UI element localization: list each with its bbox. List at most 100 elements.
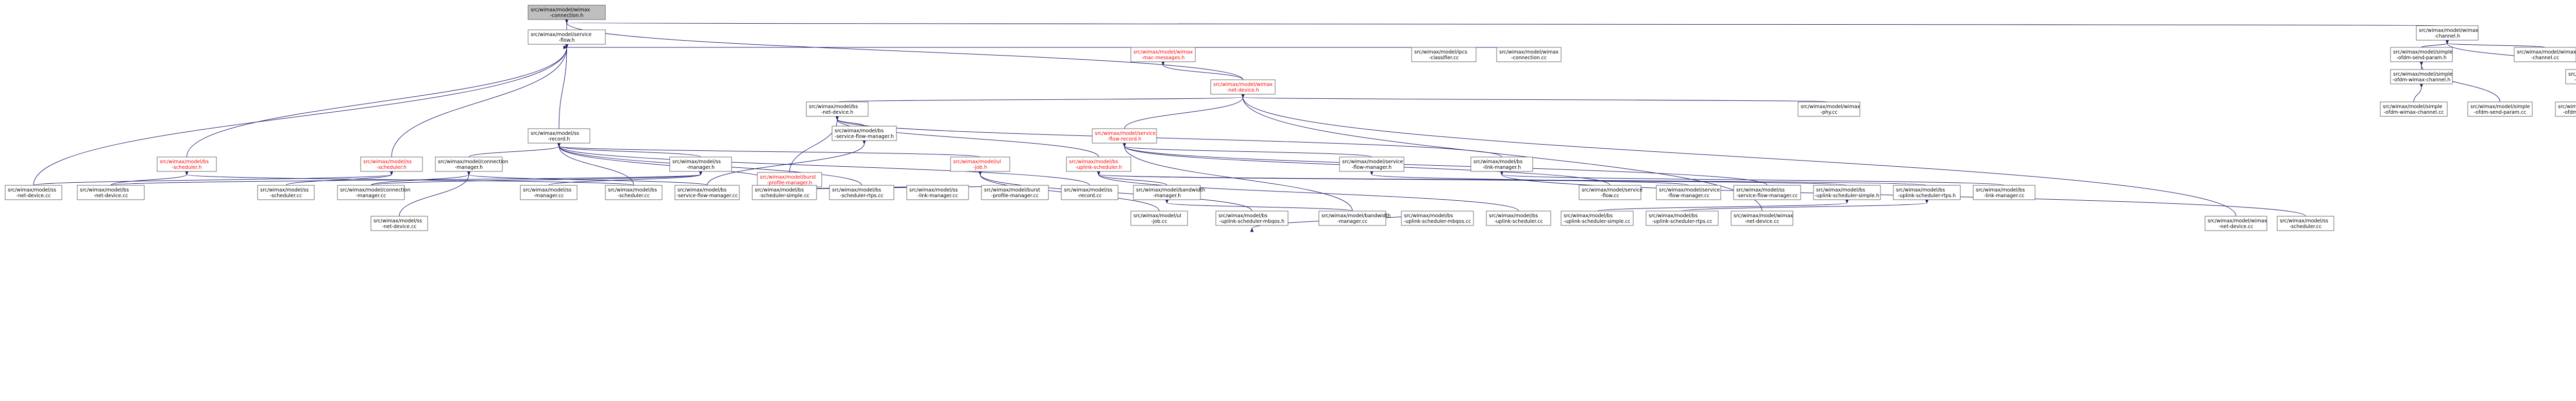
include-edge bbox=[1125, 146, 1768, 186]
file-node-sflow-mgr-cc[interactable]: src/wimax/model/service-flow-manager.cc bbox=[1656, 185, 1721, 200]
file-node-burst-prof-cc[interactable]: src/wimax/model/burst-profile-manager.cc bbox=[981, 185, 1049, 200]
node-label-line: src/wimax/model/wimax bbox=[1213, 82, 1273, 88]
file-node-sofdma-snd-h[interactable]: src/wimax/model/simple-ofdm-send-param.h bbox=[2390, 47, 2453, 62]
file-node-bs-ul-mbqos-h[interactable]: src/wimax/model/bs-uplink-scheduler-mbqo… bbox=[1215, 211, 1289, 226]
node-box bbox=[1401, 211, 1474, 226]
file-node-ul-job-cc[interactable]: src/wimax/model/ul-job.cc bbox=[1130, 211, 1188, 226]
node-label-line: src/wimax/model/bs bbox=[1896, 187, 1945, 193]
node-box bbox=[1893, 185, 1961, 200]
file-node-ipcs-cls[interactable]: src/wimax/model/ipcs-classifier.cc bbox=[1411, 47, 1477, 62]
file-node-sofdma-phy-cc[interactable]: src/wimax/model/simple-ofdm-wimax-phy.cc bbox=[2555, 101, 2576, 117]
node-label-line: -net-device.cc bbox=[382, 224, 416, 230]
file-node-ss-record-cc[interactable]: src/wimax/model/ss-record.cc bbox=[1061, 185, 1118, 200]
node-box bbox=[1731, 211, 1793, 226]
file-node-bs-ul-rtps-h[interactable]: src/wimax/model/bs-uplink-scheduler-rtps… bbox=[1893, 185, 1961, 200]
file-node-bs-net-dev-h[interactable]: src/wimax/model/bs-net-device.h bbox=[806, 101, 869, 117]
node-label-line: src/wimax/model/bs bbox=[1816, 187, 1865, 193]
file-node-sflow-mgr-h[interactable]: src/wimax/model/service-flow-manager.h bbox=[1339, 156, 1404, 172]
file-node-bs-ul-simple-cc[interactable]: src/wimax/model/bs-uplink-scheduler-simp… bbox=[1561, 211, 1634, 226]
file-node-bs-sfm-cc[interactable]: src/wimax/model/bs-service-flow-manager.… bbox=[674, 185, 740, 200]
file-node-bs-sched-rtps-cc[interactable]: src/wimax/model/bs-scheduler-rtps.cc bbox=[829, 185, 894, 200]
file-node-sflow-h[interactable]: src/wimax/model/service-flow.h bbox=[528, 29, 606, 45]
node-box bbox=[2390, 69, 2453, 84]
file-node-ss-sched-cc2[interactable]: src/wimax/model/ss-scheduler.cc bbox=[2277, 216, 2334, 231]
node-label-line: src/wimax/model/ul bbox=[1133, 213, 1181, 219]
node-label-line: src/wimax/model/bs bbox=[1976, 187, 2025, 193]
node-label-line: src/wimax/model/ss bbox=[523, 187, 571, 193]
node-box bbox=[1496, 47, 1562, 62]
file-node-ul-job-h[interactable]: src/wimax/model/ul-job.h bbox=[950, 156, 1010, 172]
include-edge bbox=[559, 146, 1090, 186]
file-node-ss-net-dev-cc[interactable]: src/wimax/model/ss-net-device.cc bbox=[5, 185, 62, 200]
node-label-line: src/wimax/model/service bbox=[1582, 187, 1642, 193]
node-label-line: src/wimax/model/bs bbox=[160, 159, 209, 165]
node-box bbox=[337, 185, 405, 200]
file-node-wchannel-h[interactable]: src/wimax/model/wimax-channel.h bbox=[2416, 25, 2479, 41]
dependency-edges bbox=[33, 23, 2576, 229]
file-node-sofdma-snd-cc[interactable]: src/wimax/model/simple-ofdm-send-param.c… bbox=[2467, 101, 2533, 117]
file-node-bs-net-dev-cc2[interactable]: src/wimax/model/wimax-net-device.cc bbox=[2205, 216, 2267, 231]
include-edge bbox=[1502, 175, 2005, 186]
file-node-ss-link-mgr-cc[interactable]: src/wimax/model/ss-link-manager.cc bbox=[906, 185, 969, 200]
node-label-line: src/wimax/model/bs bbox=[1404, 213, 1453, 219]
file-node-ss-mgr-h[interactable]: src/wimax/model/ss-manager.h bbox=[669, 156, 732, 172]
node-label-line: -flow.h bbox=[558, 38, 574, 43]
node-label-line: -connection.cc bbox=[1511, 55, 1547, 61]
file-node-ss-sfm-cc[interactable]: src/wimax/model/ss-service-flow-manager.… bbox=[1733, 185, 1801, 200]
file-node-sfm-h[interactable]: src/wimax/model/bs-service-flow-manager.… bbox=[832, 126, 897, 141]
file-node-bs-ul-rtps-cc[interactable]: src/wimax/model/bs-uplink-scheduler-rtps… bbox=[1646, 211, 1719, 226]
file-node-bs-sched-simple-cc[interactable]: src/wimax/model/bs-scheduler-simple.cc bbox=[752, 185, 817, 200]
file-node-sofdma-ch-h[interactable]: src/wimax/model/simple-ofdm-wimax-channe… bbox=[2390, 69, 2453, 84]
node-box bbox=[1318, 211, 1386, 226]
include-edge bbox=[285, 175, 392, 186]
file-node-bw-mgr-h[interactable]: src/wimax/model/bandwidth-manager.h bbox=[1133, 185, 1205, 200]
file-node-bs-sched-cc[interactable]: src/wimax/model/bs-scheduler.cc bbox=[605, 185, 663, 200]
node-box bbox=[528, 5, 606, 20]
node-label-line: src/wimax/model/wimax bbox=[2208, 218, 2267, 224]
node-box bbox=[2277, 216, 2334, 231]
file-node-bs-net-dev-cc[interactable]: src/wimax/model/bs-net-device.cc bbox=[77, 185, 145, 200]
file-node-bs-link-mgr-h[interactable]: src/wimax/model/bs-link-manager.h bbox=[1470, 156, 1533, 172]
include-edge bbox=[391, 47, 567, 158]
file-node-wchannel-cc[interactable]: src/wimax/model/wimax-channel.cc bbox=[2514, 47, 2576, 62]
file-node-conn-mgr-cc[interactable]: src/wimax/model/connection-manager.cc bbox=[337, 185, 411, 200]
node-label-line: -ofdm-wimax-channel.h bbox=[2393, 77, 2451, 83]
file-node-wphy-cc[interactable]: src/wimax/model/wimax-phy.cc bbox=[1798, 101, 1860, 117]
node-label-line: src/wimax/model/bs bbox=[832, 187, 881, 193]
file-node-bs-ul-sched-cc[interactable]: src/wimax/model/bs-uplink-scheduler.cc bbox=[1486, 211, 1551, 226]
file-node-bs-ul-simple-h[interactable]: src/wimax/model/bs-uplink-scheduler-simp… bbox=[1813, 185, 1881, 200]
file-node-ss-net-dev-cc2[interactable]: src/wimax/model/ss-net-device.cc bbox=[370, 216, 428, 231]
file-node-sofdma-ch-cc[interactable]: src/wimax/model/simple-ofdm-wimax-channe… bbox=[2380, 101, 2448, 117]
file-node-sflow-record-cc[interactable]: src/wimax/model/service-flow.cc bbox=[1579, 185, 1642, 200]
node-box bbox=[752, 185, 817, 200]
node-box bbox=[528, 29, 606, 45]
node-label-line: src/wimax/model/ul bbox=[953, 159, 1001, 165]
node-label-line: -ofdm-wimax-phy.cc bbox=[2563, 110, 2576, 115]
node-box bbox=[1486, 211, 1551, 226]
file-node-burst-prof-h[interactable]: src/wimax/model/burst-profile-manager.h bbox=[757, 172, 822, 187]
node-label-line: -scheduler-simple.cc bbox=[759, 193, 810, 199]
file-node-sofdma-phy-h[interactable]: src/wimax/model/simple-ofdm-wimax-phy.h bbox=[2565, 69, 2576, 84]
file-node-wmac-msgs-h[interactable]: src/wimax/model/wimax-mac-messages.h bbox=[1130, 47, 1196, 62]
file-node-bw-mgr-cc[interactable]: src/wimax/model/bandwidth-manager.cc bbox=[1318, 211, 1391, 226]
file-node-wconn-cc[interactable]: src/wimax/model/wimax-connection.cc bbox=[1496, 47, 1562, 62]
file-node-bs-ul-sched-h[interactable]: src/wimax/model/bs-uplink-scheduler.h bbox=[1066, 156, 1131, 172]
file-node-ss-sched-cc[interactable]: src/wimax/model/ss-scheduler.cc bbox=[257, 185, 315, 200]
file-node-bs-ul-mbqos-cc[interactable]: src/wimax/model/bs-uplink-scheduler-mbqo… bbox=[1401, 211, 1474, 226]
file-node-sflow-record-h[interactable]: src/wimax/model/service-flow-record.h bbox=[1092, 128, 1157, 144]
node-label-line: -phy.cc bbox=[1820, 110, 1837, 115]
file-node-wnet-dev-h[interactable]: src/wimax/model/wimax-net-device.h bbox=[1210, 79, 1276, 95]
file-node-ss-mgr-cc[interactable]: src/wimax/model/ss-manager.cc bbox=[520, 185, 578, 200]
include-edge bbox=[559, 146, 980, 158]
file-node-wnet-dev-cc[interactable]: src/wimax/model/wimax-net-device.cc bbox=[1731, 211, 1793, 226]
node-label-line: -ofdm-send-param.h bbox=[2396, 55, 2447, 61]
file-node-bs-link-mgr-cc[interactable]: src/wimax/model/bs-link-manager.cc bbox=[1973, 185, 2036, 200]
file-node-conn-mgr-h[interactable]: src/wimax/model/connection-manager.h bbox=[435, 156, 509, 172]
file-node-ss-record-h[interactable]: src/wimax/model/ss-record.h bbox=[528, 128, 590, 144]
node-box bbox=[370, 216, 428, 231]
file-node-bs-sched-h[interactable]: src/wimax/model/bs-scheduler.h bbox=[157, 156, 217, 172]
node-label-line: src/wimax/model/service bbox=[1659, 187, 1720, 193]
file-node-ss-sched-h[interactable]: src/wimax/model/ss-scheduler.h bbox=[360, 156, 423, 172]
node-box bbox=[360, 156, 423, 172]
